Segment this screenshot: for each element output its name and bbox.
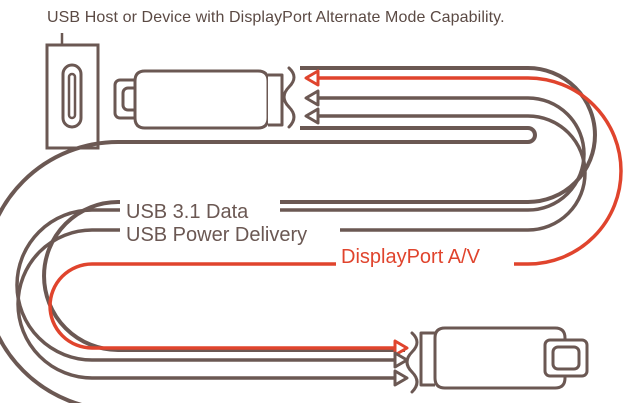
top-cable-boot [268, 73, 284, 127]
usb-3-1-data-label: USB 3.1 Data [126, 201, 249, 223]
usb-power-delivery-lane [16, 114, 587, 380]
top-plug-body [133, 69, 270, 130]
bottom-arrowheads [393, 339, 409, 387]
top-arrowheads [304, 69, 320, 125]
data-arrow-left-icon [304, 89, 320, 107]
power-arrow-left-icon [304, 107, 320, 125]
bottom-cable-break [405, 331, 419, 394]
diagram-caption: USB Host or Device with DisplayPort Alte… [47, 9, 505, 26]
top-cable-break [282, 66, 296, 129]
data-arrow-right-icon [393, 351, 409, 369]
host-device [45, 33, 100, 150]
av-arrow-left-icon [304, 69, 320, 87]
cable-sheath-inner [0, 126, 537, 403]
av-arrow-right-icon [393, 339, 409, 357]
usb-power-delivery-label: USB Power Delivery [126, 224, 307, 246]
bottom-plug-body [433, 326, 567, 390]
usb-3-1-data-lane [15, 96, 586, 362]
bottom-cable-boot [419, 331, 435, 387]
bottom-usb-c-plug [419, 326, 589, 390]
displayport-av-lane [48, 76, 623, 350]
top-usb-c-plug [113, 69, 284, 130]
power-arrow-right-icon [393, 369, 409, 387]
displayport-av-label: DisplayPort A/V [341, 246, 481, 268]
